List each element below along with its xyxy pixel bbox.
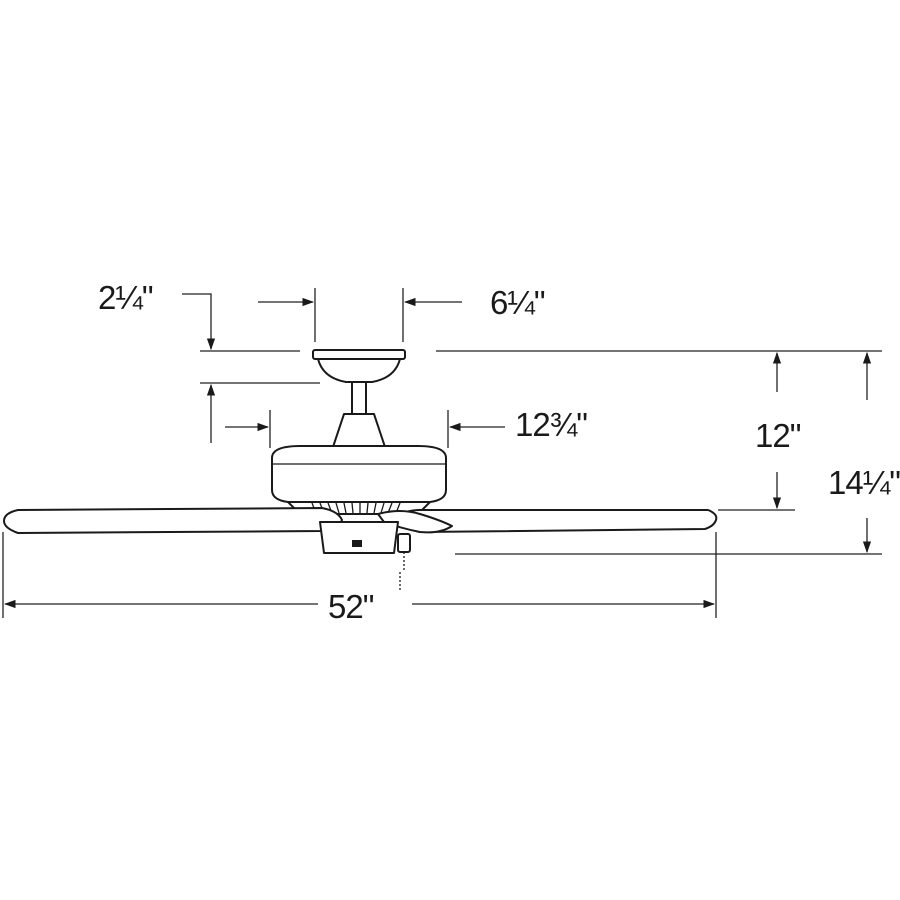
downrod	[332, 381, 386, 448]
motor-width-dimension	[225, 410, 505, 448]
overall-height-dimension	[455, 351, 882, 555]
overall-height-label: 14¼"	[828, 464, 900, 501]
downrod-drop-dimension	[182, 293, 320, 443]
motor-housing	[271, 445, 447, 515]
blade-iron-right	[377, 510, 453, 534]
blade-span-dimension	[2, 532, 717, 618]
motor-width-label: 12¾"	[515, 406, 588, 443]
reverse-switch-icon	[352, 540, 362, 547]
blade-left	[3, 507, 343, 534]
switch-housing	[319, 521, 399, 554]
canopy-width-dimension	[258, 288, 462, 342]
height-to-blade-label: 12"	[755, 417, 801, 454]
canopy-width-label: 6¼"	[490, 284, 546, 321]
ceiling-canopy	[312, 349, 406, 383]
downrod-drop-label: 2¼"	[98, 279, 154, 316]
pull-chain	[397, 533, 411, 590]
blade-span-label: 52"	[328, 588, 374, 625]
height-to-blade-dimension	[718, 351, 795, 511]
